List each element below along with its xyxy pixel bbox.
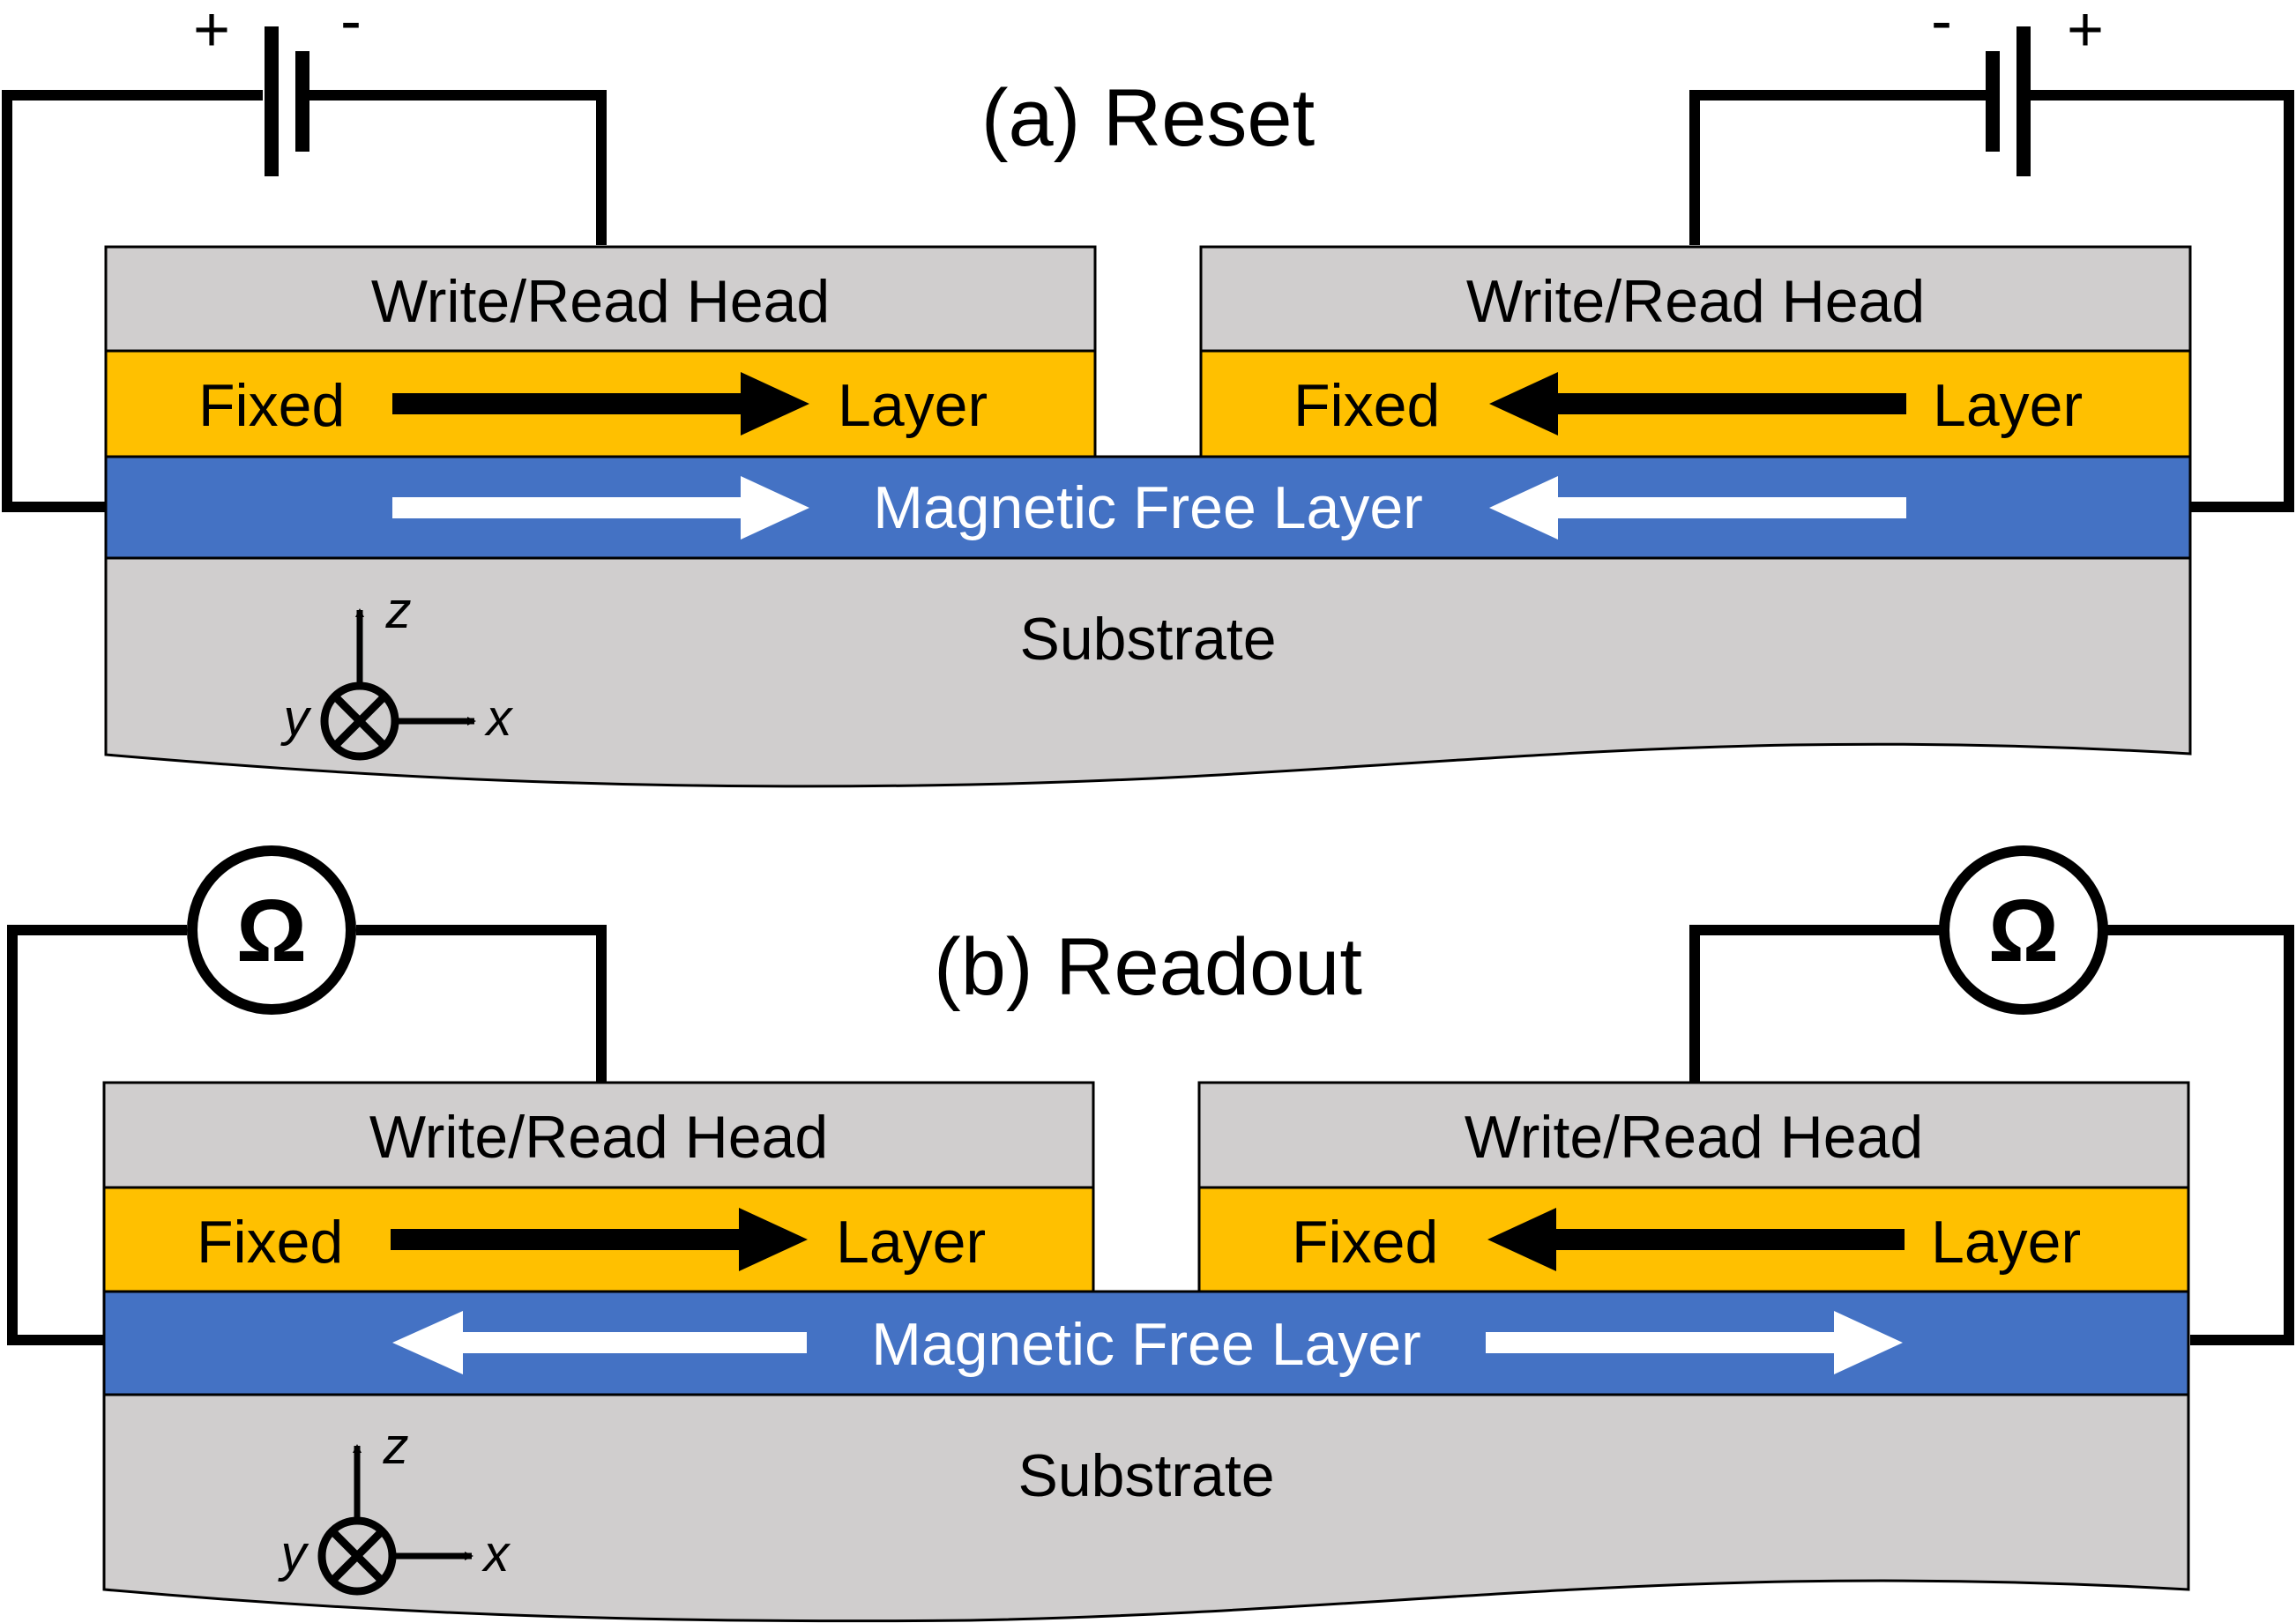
right-head-label: Write/Read Head — [1465, 1104, 1923, 1171]
panel-b-title: (b) Readout — [934, 922, 1362, 1012]
free-layer-label: Magnetic Free Layer — [873, 474, 1423, 541]
left-battery-plus: + — [193, 0, 230, 65]
right-head-label: Write/Read Head — [1466, 268, 1925, 335]
axis-y-label: y — [278, 1525, 309, 1582]
left-fixed-label-2: Layer — [836, 1209, 986, 1276]
right-readout-wire — [1689, 925, 2294, 1345]
left-battery-icon — [265, 26, 309, 176]
substrate-label: Substrate — [1018, 1442, 1274, 1509]
right-battery-plus: + — [2067, 0, 2104, 65]
free-arrow-left-icon — [1489, 476, 1906, 540]
free-arrow-right-icon — [392, 476, 809, 540]
left-ohmmeter-icon — [187, 845, 356, 1015]
axis-y-label: y — [280, 689, 312, 747]
left-fixed-label-2: Layer — [838, 372, 988, 439]
right-battery-minus: - — [1931, 0, 1952, 56]
panel-a-title: (a) Reset — [981, 73, 1315, 163]
left-battery-minus: - — [340, 0, 362, 56]
left-head — [104, 245, 1097, 353]
left-readout-wire — [7, 925, 607, 1345]
free-layer-label: Magnetic Free Layer — [871, 1311, 1421, 1378]
coordinate-axes-icon — [317, 1444, 473, 1596]
left-fixed-arrow-right-icon — [391, 1208, 808, 1271]
right-head — [1199, 245, 2192, 353]
right-fixed-arrow-left-icon — [1489, 372, 1906, 436]
panel-readout: Ω Ω (b) Readout Substrate Magnetic Free … — [7, 845, 2294, 1623]
free-arrow-right-icon — [1486, 1311, 1903, 1374]
axis-z-label: z — [385, 582, 412, 639]
right-ohmmeter-symbol: Ω — [1988, 882, 2059, 980]
axis-x-label: x — [481, 1525, 511, 1582]
right-fixed-label-1: Fixed — [1293, 372, 1440, 439]
left-fixed-arrow-right-icon — [392, 372, 809, 436]
right-fixed-label-2: Layer — [1933, 372, 2083, 439]
right-fixed-arrow-left-icon — [1487, 1208, 1905, 1271]
left-head-label: Write/Read Head — [371, 268, 830, 335]
substrate-layer — [102, 1393, 2190, 1623]
left-ohmmeter-symbol: Ω — [236, 882, 307, 980]
substrate-label: Substrate — [1019, 606, 1276, 673]
left-fixed-label-1: Fixed — [197, 1209, 343, 1276]
right-head — [1197, 1081, 2190, 1189]
left-circuit-wire — [2, 90, 607, 512]
coordinate-axes-icon — [320, 608, 476, 761]
right-circuit-wire — [1689, 90, 2294, 512]
free-arrow-left-icon — [392, 1311, 807, 1374]
substrate-layer — [104, 556, 2192, 788]
axis-x-label: x — [484, 689, 514, 747]
right-battery-icon — [1986, 26, 2031, 176]
left-fixed-label-1: Fixed — [198, 372, 345, 439]
axis-z-label: z — [383, 1418, 409, 1475]
right-ohmmeter-icon — [1939, 845, 2108, 1015]
left-head — [102, 1081, 1095, 1189]
right-fixed-label-2: Layer — [1931, 1209, 2081, 1276]
panel-reset: + - - + (a) Reset Substrate Magnetic Fre… — [2, 0, 2294, 788]
left-head-label: Write/Read Head — [369, 1104, 828, 1171]
right-fixed-label-1: Fixed — [1292, 1209, 1438, 1276]
